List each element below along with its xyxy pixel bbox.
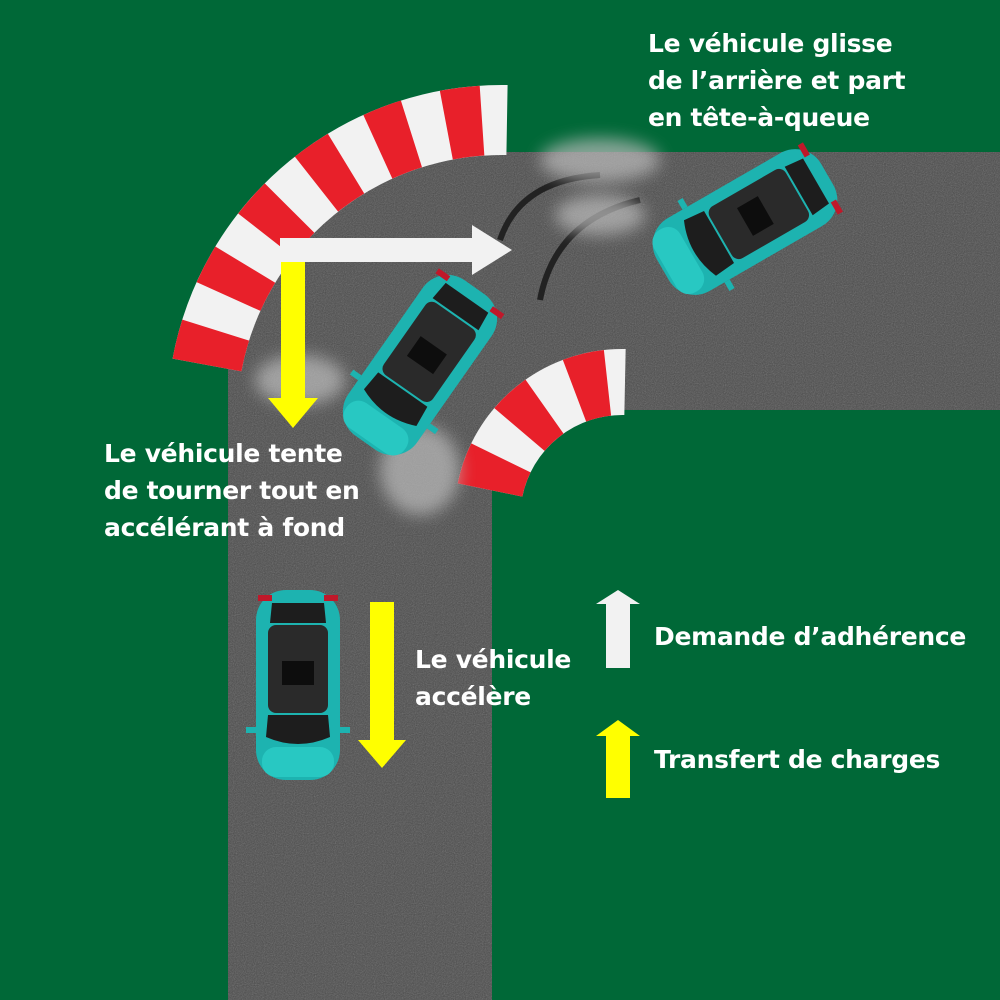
label-line: accélère: [415, 682, 531, 711]
label-line: Le véhicule glisse: [648, 29, 893, 58]
label-line: en tête-à-queue: [648, 103, 870, 132]
road: [228, 152, 1000, 1000]
label-line: Le véhicule: [415, 645, 572, 674]
outer-curb: [172, 84, 508, 372]
grip-demand-arrow: [280, 225, 512, 275]
label-line: de tourner tout en: [104, 476, 360, 505]
legend-grip-demand: Demande d’adhérence: [654, 622, 967, 651]
label-line: de l’arrière et part: [648, 66, 906, 95]
label-line: accélérant à fond: [104, 513, 345, 542]
load-transfer-arrow-turn: [268, 262, 318, 428]
legend-load-transfer: Transfert de charges: [654, 745, 941, 774]
inner-curb: [457, 349, 626, 498]
label-spin: Le véhicule glisse de l’arrière et part …: [648, 25, 906, 136]
legend-grip-arrow-icon: [596, 590, 640, 668]
label-line: Le véhicule tente: [104, 439, 343, 468]
label-turn: Le véhicule tente de tourner tout en acc…: [104, 435, 360, 546]
label-accelerate: Le véhicule accélère: [415, 641, 571, 715]
car-accelerating: [246, 590, 350, 780]
load-transfer-arrow-accelerate: [358, 602, 406, 768]
legend-load-arrow-icon: [596, 720, 640, 798]
